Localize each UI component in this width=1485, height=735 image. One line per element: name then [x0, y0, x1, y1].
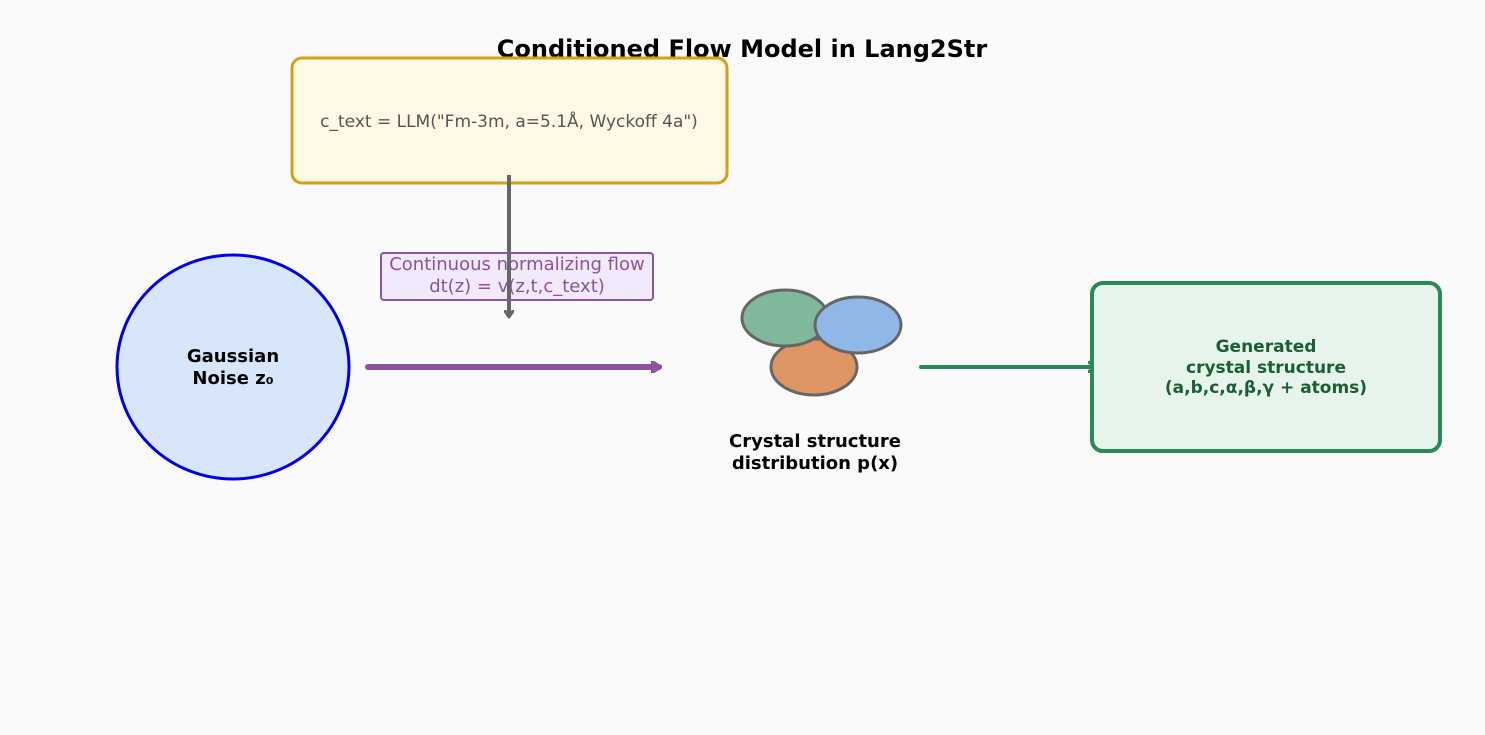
output-box: Generated crystal structure (a,b,c,α,β,γ…	[1090, 281, 1442, 453]
noise-label-line2: Noise z₀	[192, 368, 273, 389]
flow-label-line1: Continuous normalizing flow	[389, 254, 645, 275]
noise-label-line1: Gaussian	[187, 346, 279, 367]
output-box-frame	[1090, 281, 1442, 453]
flow-label-frame	[380, 252, 654, 301]
output-label-line2: crystal structure	[1186, 358, 1346, 378]
gaussian-noise-node: Gaussian Noise z₀	[115, 253, 351, 481]
output-label-line3: (a,b,c,α,β,γ + atoms)	[1165, 378, 1367, 398]
flow-label-line2: dt(z) = v(z,t,c_text)	[429, 276, 605, 297]
distribution-cluster: Crystal structure distribution p(x)	[729, 288, 903, 474]
flow-label-box: Continuous normalizing flow dt(z) = v(z,…	[380, 252, 654, 301]
condition-text: c_text = LLM("Fm-3m, a=5.1Å, Wyckoff 4a"…	[320, 110, 698, 132]
distribution-label-line2: distribution p(x)	[732, 453, 898, 474]
condition-box: c_text = LLM("Fm-3m, a=5.1Å, Wyckoff 4a"…	[290, 56, 729, 185]
gaussian-noise-circle	[115, 253, 351, 481]
output-label-line1: Generated	[1216, 337, 1317, 357]
distribution-label-line1: Crystal structure	[729, 431, 901, 452]
cluster-blue-blob	[813, 295, 903, 355]
